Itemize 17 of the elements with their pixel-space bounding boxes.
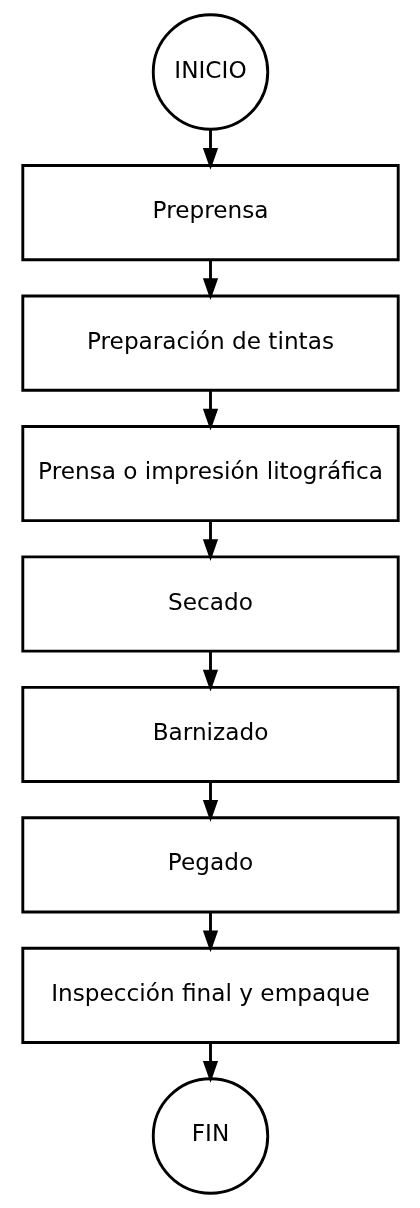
node-box: Preprensa xyxy=(20,164,400,262)
node-box: Preparación de tintas xyxy=(20,294,400,392)
arrow xyxy=(202,651,218,692)
node-box: Secado xyxy=(20,555,400,653)
arrow xyxy=(202,1042,218,1083)
node-circle: FIN xyxy=(151,1077,269,1195)
arrow xyxy=(202,521,218,561)
node-circle: INICIO xyxy=(151,13,269,131)
node-box: Barnizado xyxy=(20,685,400,783)
arrow xyxy=(202,390,218,431)
arrow xyxy=(202,912,218,953)
node-box: Pegado xyxy=(20,816,400,914)
arrow xyxy=(202,129,218,170)
arrow xyxy=(202,260,218,301)
node-box: Inspección final y empaque xyxy=(20,946,400,1044)
arrow xyxy=(202,781,218,822)
node-box: Prensa o impresión litográfica xyxy=(20,425,400,523)
